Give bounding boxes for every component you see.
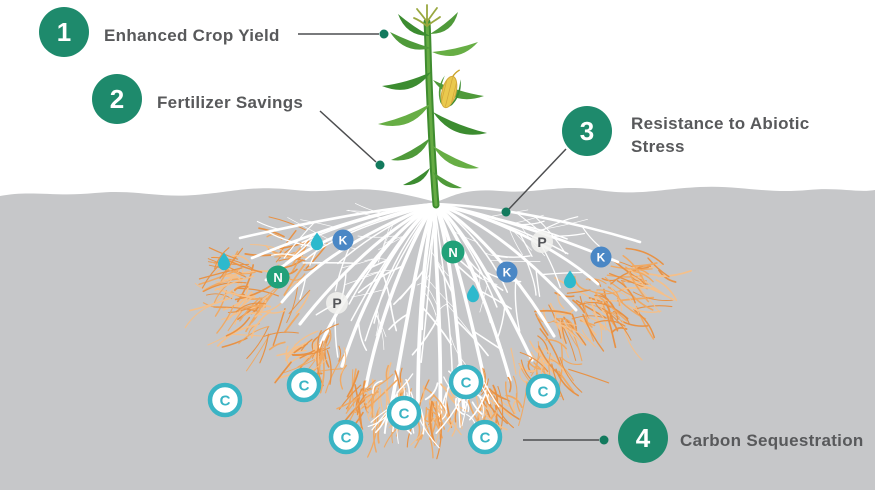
svg-text:C: C xyxy=(538,384,549,401)
water-droplet-icon xyxy=(311,232,323,251)
k-marker: K xyxy=(332,229,354,251)
svg-text:K: K xyxy=(503,266,512,280)
svg-text:N: N xyxy=(273,270,282,285)
k-marker: K xyxy=(590,246,612,268)
water-droplet-icon xyxy=(564,270,576,289)
leader-dot-4 xyxy=(599,435,609,445)
svg-text:C: C xyxy=(399,406,410,423)
mycorrhizal-roots-back xyxy=(184,216,692,372)
c-marker: C xyxy=(207,382,243,418)
callout-1-label: Enhanced Crop Yield xyxy=(104,26,280,45)
c-marker: C xyxy=(286,367,322,403)
mycorrhizal-roots-front xyxy=(263,323,610,460)
c-marker: C xyxy=(328,419,364,455)
k-marker: K xyxy=(496,261,518,283)
c-marker: C xyxy=(467,419,503,455)
callout-2-badge: 2 xyxy=(92,74,142,124)
leader-line-2 xyxy=(319,110,377,163)
svg-text:C: C xyxy=(220,393,231,410)
c-marker: C xyxy=(448,364,484,400)
svg-text:K: K xyxy=(339,234,348,248)
callout-4-number: 4 xyxy=(635,422,651,453)
corn-plant xyxy=(378,4,487,209)
svg-text:K: K xyxy=(597,251,606,265)
n-marker: N xyxy=(441,240,465,264)
callout-2-number: 2 xyxy=(109,83,125,114)
callout-leader-lines xyxy=(298,33,599,441)
leader-dot-1 xyxy=(379,29,389,39)
leader-dot-2 xyxy=(375,160,385,170)
callout-3-label: Resistance to Abiotic Stress xyxy=(631,114,810,156)
n-marker: N xyxy=(266,265,290,289)
svg-text:C: C xyxy=(480,430,491,447)
svg-text:C: C xyxy=(341,430,352,447)
leader-line-3 xyxy=(508,148,567,210)
water-droplet-icon xyxy=(467,284,479,303)
corn-tassel xyxy=(413,4,441,27)
callout-4-label: Carbon Sequestration xyxy=(680,431,864,450)
svg-text:P: P xyxy=(537,234,546,250)
callout-1-badge: 1 xyxy=(39,7,89,57)
svg-text:C: C xyxy=(461,375,472,392)
p-marker: P xyxy=(531,231,553,253)
svg-text:C: C xyxy=(299,378,310,395)
svg-text:P: P xyxy=(332,295,341,311)
callout-3-number: 3 xyxy=(579,115,595,146)
soil-nutrient-markers: K K K N N P P C C C C C C C xyxy=(207,229,612,455)
callout-leader-dots xyxy=(375,29,609,445)
callout-4-badge: 4 xyxy=(618,413,668,463)
p-marker: P xyxy=(326,292,348,314)
corn-cob xyxy=(438,69,461,109)
svg-text:N: N xyxy=(448,245,457,260)
water-droplet-icon xyxy=(218,252,230,271)
callout-2-label: Fertilizer Savings xyxy=(157,93,304,112)
leader-dot-3 xyxy=(501,207,511,217)
c-marker: C xyxy=(386,395,422,431)
corn-leaves xyxy=(378,12,487,189)
c-marker: C xyxy=(525,373,561,409)
callout-3-badge: 3 xyxy=(562,106,612,156)
callout-1-number: 1 xyxy=(56,16,72,47)
